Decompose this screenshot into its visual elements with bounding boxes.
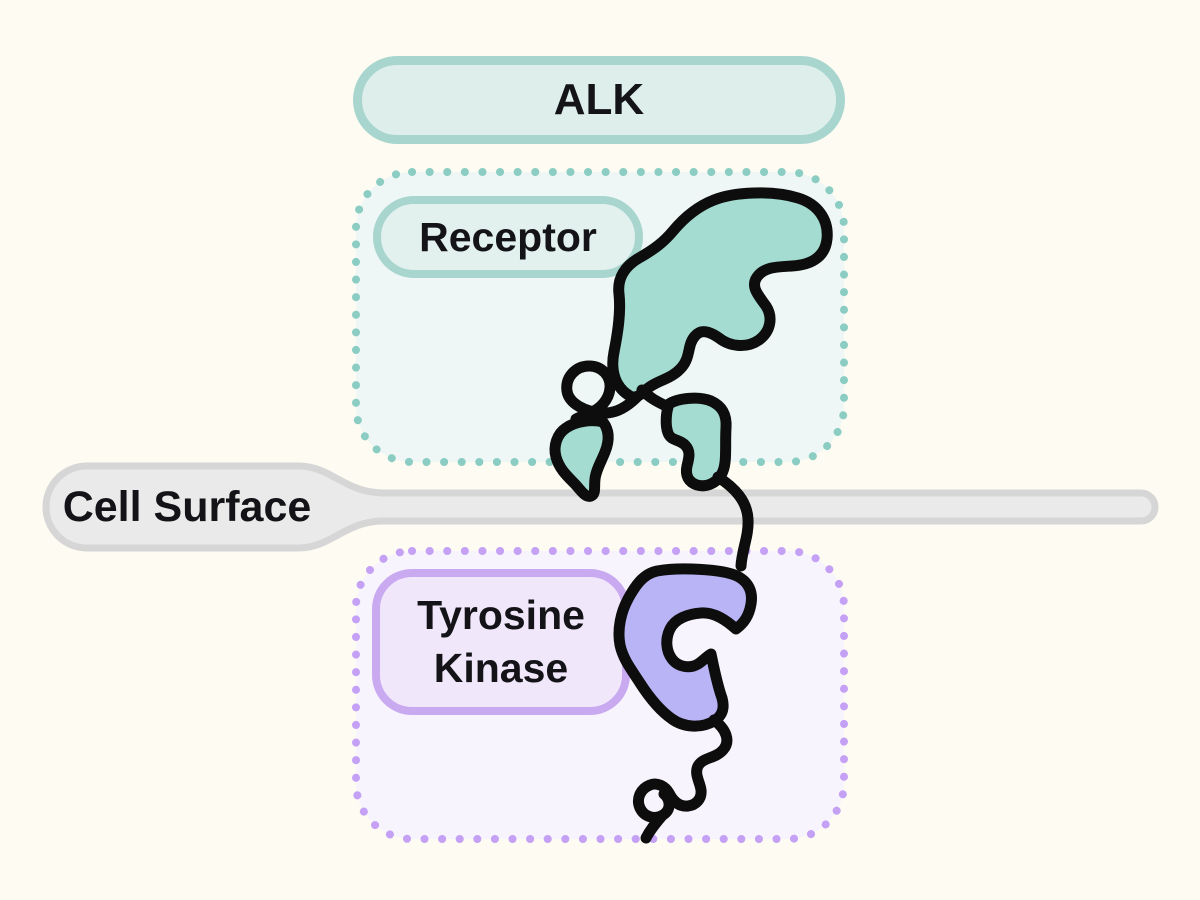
cell-surface-label: Cell Surface	[62, 482, 312, 531]
c-terminal-tail-tip	[640, 811, 667, 844]
receptor-label-pill: Receptor	[373, 196, 643, 278]
c-terminal-tail-line	[632, 714, 733, 823]
receptor-label-text: Receptor	[419, 213, 597, 260]
receptor-petal-shape	[549, 415, 614, 502]
kinase-domain-shape	[613, 563, 757, 732]
transmembrane-line	[712, 471, 754, 572]
tyrosine-kinase-label-pill: Tyrosine Kinase	[372, 569, 630, 715]
tyrosine-kinase-label-line2: Kinase	[433, 645, 569, 691]
tyrosine-kinase-label-line1: Tyrosine	[417, 591, 585, 638]
alk-title-text: ALK	[553, 75, 645, 124]
alk-title-pill: ALK	[353, 56, 845, 144]
receptor-loop-line	[561, 360, 643, 425]
extracellular-domain-shape	[607, 187, 833, 403]
juxtamembrane-shape	[660, 392, 732, 492]
receptor-neck-line	[636, 384, 672, 412]
